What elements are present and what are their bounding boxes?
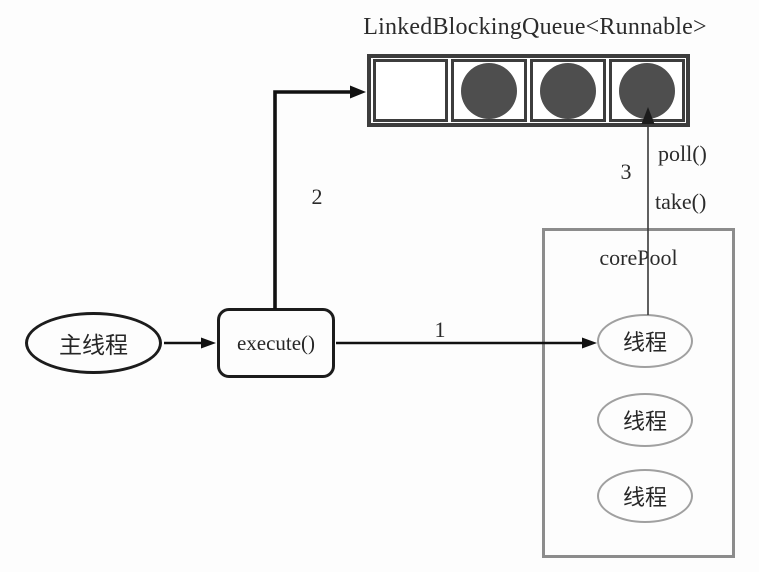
queue-cell xyxy=(530,59,606,122)
take-label: take() xyxy=(655,189,707,214)
poll-label: poll() xyxy=(658,141,707,166)
execute-node: execute() xyxy=(217,308,335,378)
main-thread-node: 主线程 xyxy=(25,312,162,374)
task-circle xyxy=(461,62,518,119)
arrow-main-to-execute xyxy=(164,337,216,349)
queue-cell xyxy=(608,59,685,122)
edge-label-step3: 3 xyxy=(620,159,632,184)
edge-label-step2: 2 xyxy=(311,184,323,209)
thread-node: 线程 xyxy=(597,469,693,523)
thread-node: 线程 xyxy=(597,314,693,368)
core-pool-label: corePool xyxy=(599,245,678,270)
thread-node: 线程 xyxy=(597,393,693,447)
queue-cell xyxy=(451,59,527,122)
task-circle xyxy=(618,62,675,119)
task-queue xyxy=(367,54,690,127)
queue-title: LinkedBlockingQueue<Runnable> xyxy=(363,14,707,40)
edge-label-step1: 1 xyxy=(434,317,446,342)
queue-cell xyxy=(372,59,449,122)
core-pool-box: corePool 线程 线程 线程 xyxy=(542,228,735,558)
task-circle xyxy=(539,62,596,119)
